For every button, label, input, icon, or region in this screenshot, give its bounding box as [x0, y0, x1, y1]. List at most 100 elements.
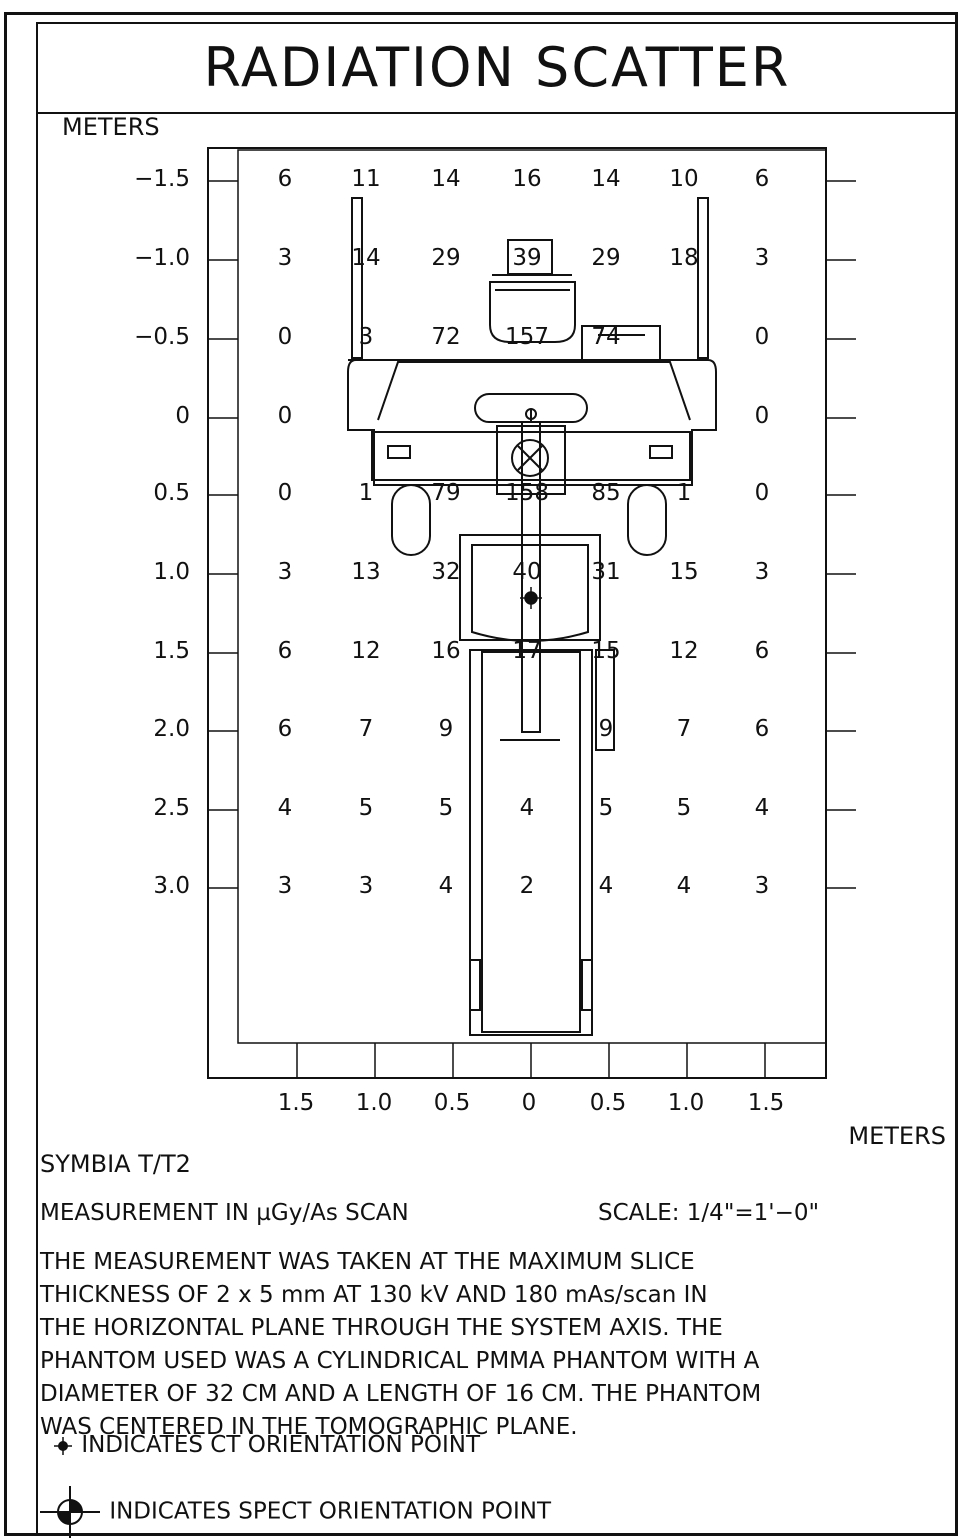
table-long [469, 649, 593, 1036]
scatter-value: 74 [591, 324, 621, 350]
gantry-base [371, 431, 691, 481]
scatter-value: 3 [358, 324, 374, 350]
right-wheel [627, 484, 667, 556]
scatter-value: 5 [676, 795, 692, 821]
tube-housing [496, 425, 566, 495]
scatter-value: 0 [277, 324, 293, 350]
model-name: SYMBIA T/T2 [40, 1150, 191, 1178]
scatter-value: 14 [431, 166, 461, 192]
plot-inner-box [237, 149, 827, 1044]
scatter-value: 9 [438, 716, 454, 742]
scatter-value: 158 [505, 480, 549, 506]
scatter-value: 157 [505, 324, 549, 350]
scatter-value: 14 [591, 166, 621, 192]
scatter-value: 85 [591, 480, 621, 506]
x-axis-label: 0.5 [433, 1090, 471, 1116]
right-rail [697, 197, 709, 359]
scatter-value: 3 [754, 873, 770, 899]
tube-circle [511, 439, 549, 477]
x-axis-label: 1.5 [747, 1090, 785, 1116]
description-line: DIAMETER OF 32 CM AND A LENGTH OF 16 CM.… [40, 1381, 762, 1407]
control-panel [581, 325, 661, 361]
x-axis-units: METERS [848, 1122, 946, 1150]
legend-ct-text: INDICATES CT ORIENTATION POINT [81, 1432, 480, 1458]
scatter-value: 31 [591, 559, 621, 585]
scatter-value: 16 [431, 638, 461, 664]
scatter-value: 4 [277, 795, 293, 821]
y-axis-label: 1.0 [153, 559, 190, 585]
x-axis-label: 0 [521, 1090, 537, 1116]
y-axis-label: 2.0 [153, 716, 190, 742]
ct-orientation-icon [54, 1436, 72, 1455]
scatter-value: 5 [358, 795, 374, 821]
scatter-value: 6 [754, 166, 770, 192]
scatter-value: 4 [519, 795, 535, 821]
drawing-scale: SCALE: 1/4"=1'−0" [598, 1200, 820, 1226]
scatter-value: 0 [754, 324, 770, 350]
scatter-value: 18 [669, 245, 699, 271]
y-axis-label: 0 [175, 403, 190, 429]
scatter-value: 40 [512, 559, 542, 585]
scatter-value: 4 [754, 795, 770, 821]
y-axis-units: METERS [62, 113, 160, 141]
x-axis-label: 0.5 [589, 1090, 627, 1116]
gantry-body [347, 359, 717, 486]
description-line: PHANTOM USED WAS A CYLINDRICAL PMMA PHAN… [40, 1348, 760, 1374]
gantry-inner-outline [377, 361, 691, 421]
scanner-drawing [347, 197, 717, 1036]
title-divider [36, 112, 958, 114]
scatter-value: 4 [676, 873, 692, 899]
spect-orientation-icon [40, 1486, 100, 1538]
right-handle [649, 445, 673, 459]
scatter-value: 16 [512, 166, 542, 192]
scatter-value: 6 [277, 638, 293, 664]
ct-orientation-marker [520, 587, 542, 609]
axis-ticks [208, 180, 856, 1078]
scatter-value: 17 [512, 638, 542, 664]
detector-head [489, 281, 576, 343]
scatter-value: 6 [277, 716, 293, 742]
legend-ct: INDICATES CT ORIENTATION POINT [52, 1432, 480, 1458]
scatter-value: 2 [519, 873, 535, 899]
scatter-value: 7 [358, 716, 374, 742]
y-axis-label: 2.5 [153, 795, 190, 821]
scatter-value: 10 [669, 166, 699, 192]
y-axis-label: −1.5 [134, 166, 190, 192]
x-axis-label: 1.5 [277, 1090, 315, 1116]
scatter-value: 15 [669, 559, 699, 585]
description-line: THE HORIZONTAL PLANE THROUGH THE SYSTEM … [40, 1315, 723, 1341]
inner-border [36, 22, 958, 1536]
scatter-value: 13 [351, 559, 381, 585]
scatter-value: 3 [754, 559, 770, 585]
scatter-value: 0 [277, 480, 293, 506]
x-axis-label: 1.0 [667, 1090, 705, 1116]
scatter-value: 6 [754, 716, 770, 742]
scatter-value: 32 [431, 559, 461, 585]
scatter-value: 3 [277, 873, 293, 899]
scatter-value: 14 [351, 245, 381, 271]
measurement-unit: MEASUREMENT IN µGy/As SCAN [40, 1200, 409, 1226]
scatter-value: 1 [676, 480, 692, 506]
scatter-value: 12 [669, 638, 699, 664]
scatter-value: 0 [754, 480, 770, 506]
legend-spect-text: INDICATES SPECT ORIENTATION POINT [109, 1498, 551, 1525]
left-rail [351, 197, 363, 359]
y-axis-label: −0.5 [134, 324, 190, 350]
scatter-value: 9 [598, 716, 614, 742]
scatter-value: 6 [754, 638, 770, 664]
scatter-value: 0 [754, 403, 770, 429]
measurement-description: THE MEASUREMENT WAS TAKEN AT THE MAXIMUM… [40, 1246, 950, 1444]
scatter-value: 6 [277, 166, 293, 192]
scatter-value: 29 [591, 245, 621, 271]
page-title: RADIATION SCATTER [203, 36, 791, 99]
scatter-value: 7 [676, 716, 692, 742]
scatter-value: 12 [351, 638, 381, 664]
scatter-value: 4 [438, 873, 454, 899]
scatter-value: 1 [358, 480, 374, 506]
y-axis-label: 0.5 [153, 480, 190, 506]
y-axis-label: 3.0 [153, 873, 190, 899]
left-wheel [391, 484, 431, 556]
description-line: THE MEASUREMENT WAS TAKEN AT THE MAXIMUM… [40, 1249, 695, 1275]
y-axis-label: 1.5 [153, 638, 190, 664]
